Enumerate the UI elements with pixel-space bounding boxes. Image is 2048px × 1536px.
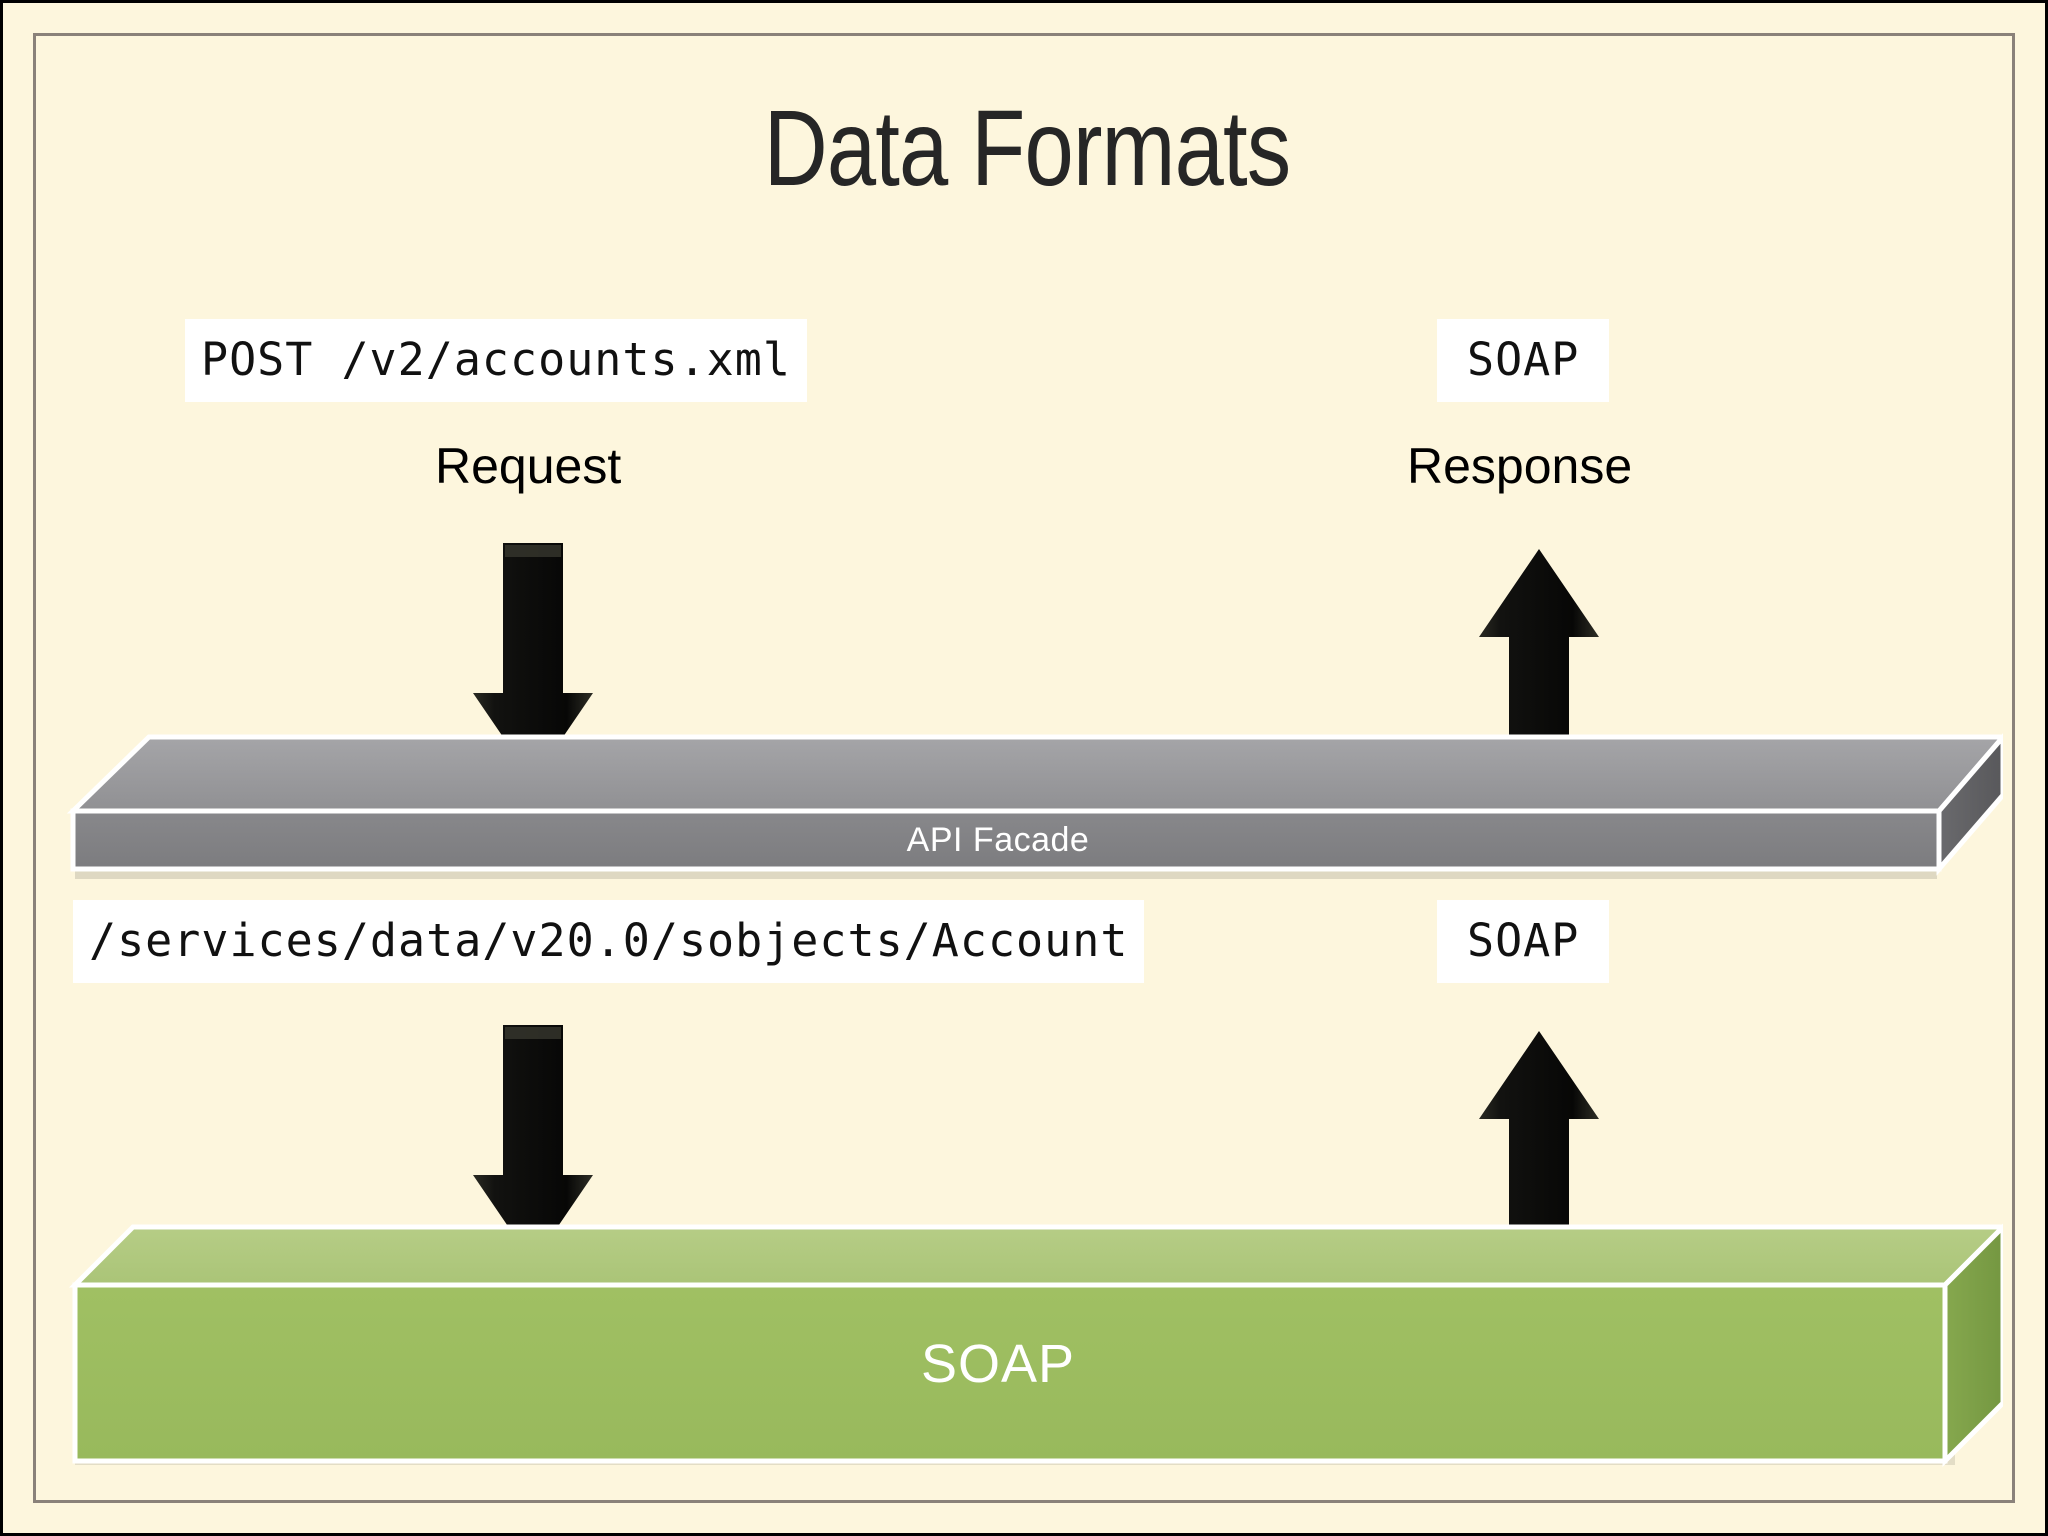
soap-layer-label: SOAP (920, 1334, 1076, 1394)
soap-layer (55, 1219, 2003, 1471)
soap-down-arrow-icon (471, 1025, 595, 1265)
request-endpoint-label: POST /v2/accounts.xml (185, 319, 807, 402)
api-facade-layer-label: API Facade (906, 821, 1090, 859)
response-caption: Response (1407, 438, 1633, 494)
request-down-arrow-icon (471, 543, 595, 783)
response-up-arrow-icon (1477, 547, 1601, 789)
response-format-label-top: SOAP (1437, 319, 1610, 402)
page-title: Data Formats (763, 87, 1291, 208)
request-caption: Request (435, 438, 622, 494)
internal-endpoint-label: /services/data/v20.0/sobjects/Account (73, 900, 1145, 983)
api-facade-layer (55, 729, 2003, 889)
soap-up-arrow-icon (1477, 1029, 1601, 1267)
response-format-label-mid: SOAP (1437, 900, 1610, 983)
